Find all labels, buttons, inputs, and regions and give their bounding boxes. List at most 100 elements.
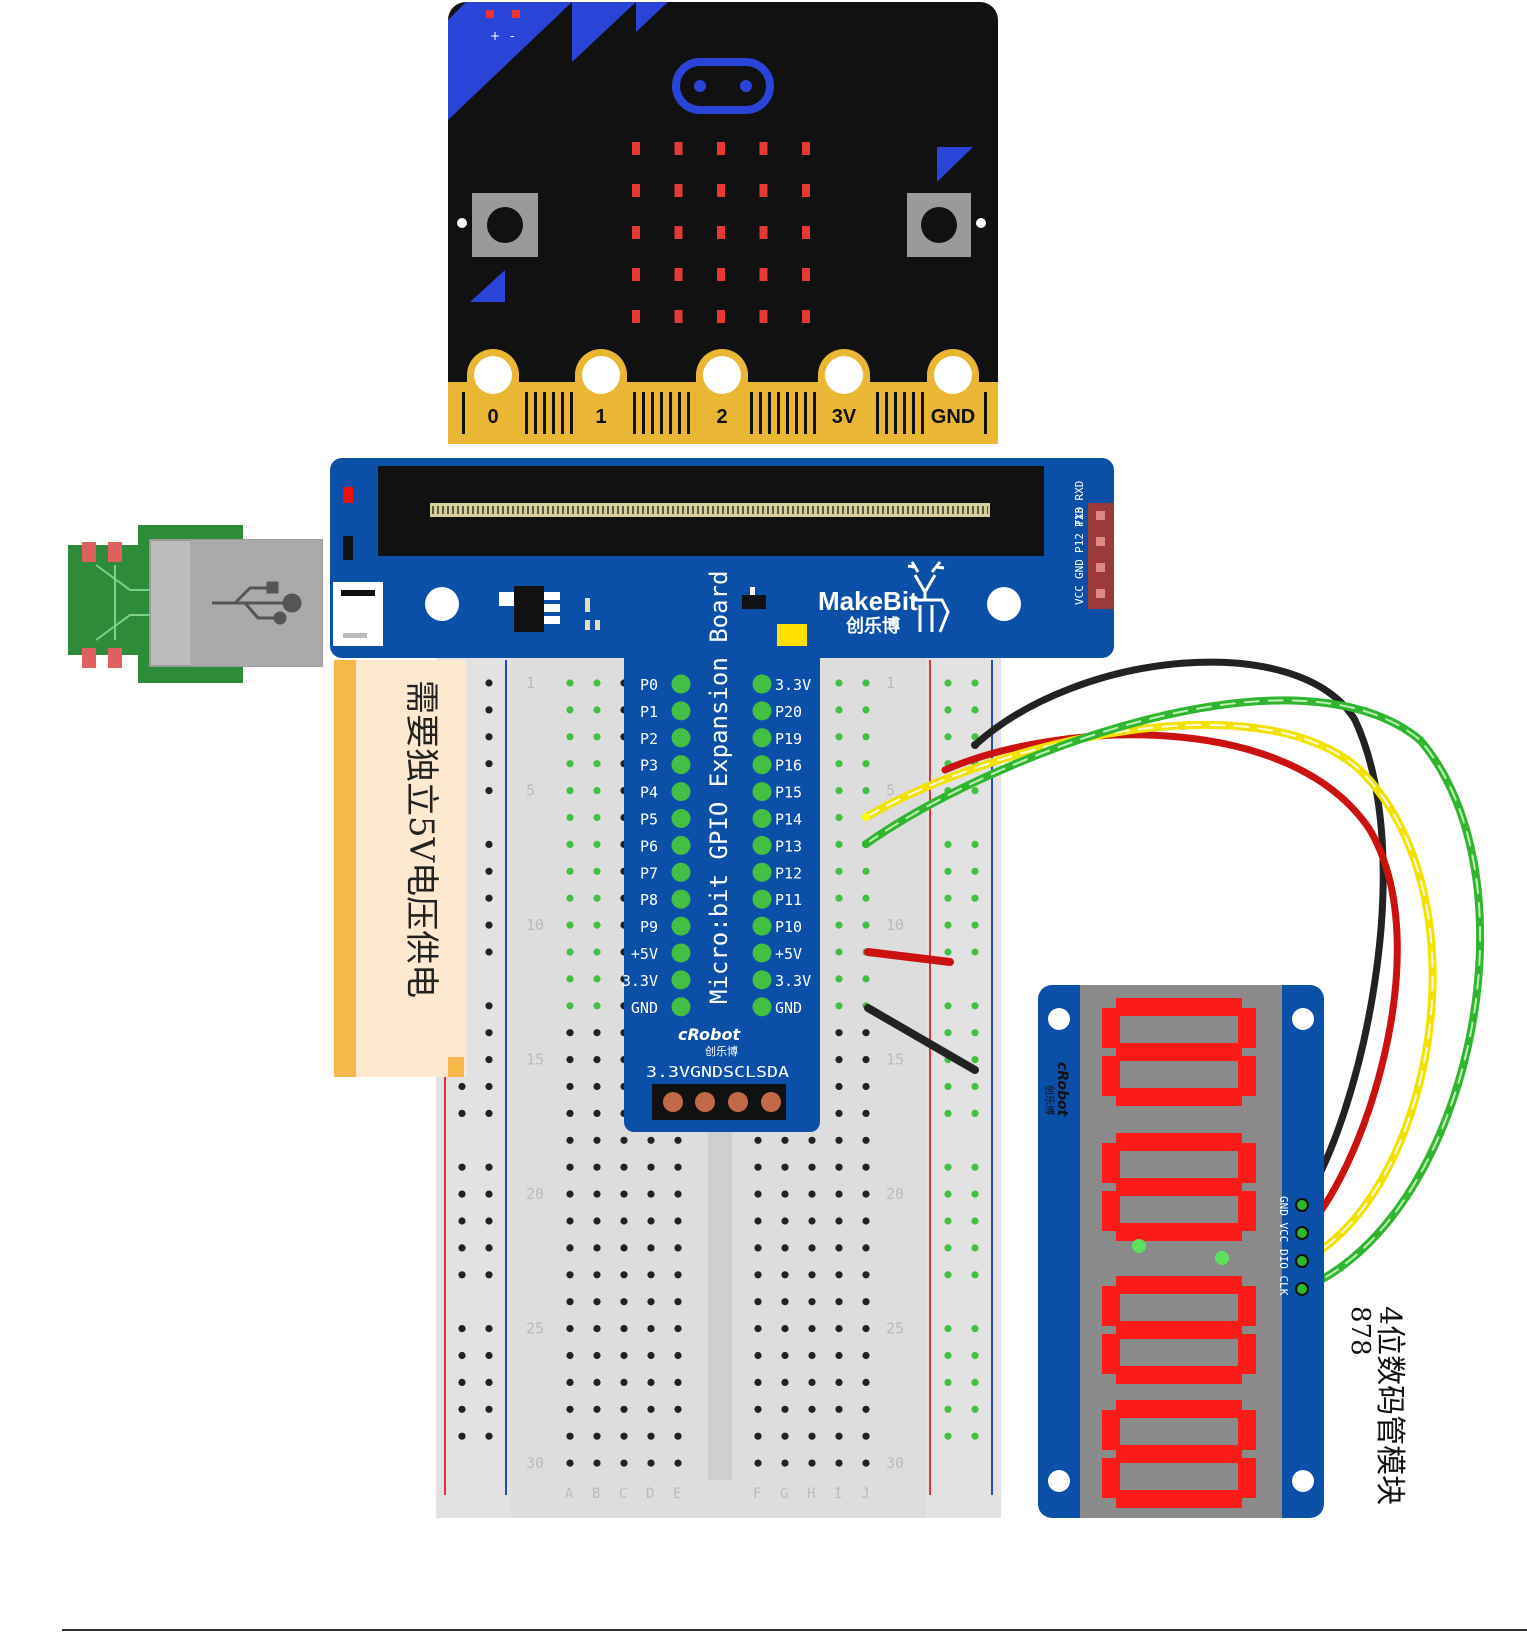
edge-pin-label: 1 <box>595 406 606 428</box>
rail-hole <box>944 948 952 956</box>
breadboard-hole <box>862 1136 870 1144</box>
segment <box>1238 1410 1256 1450</box>
colon-dot-2 <box>1215 1251 1229 1265</box>
breadboard-hole <box>593 1109 601 1117</box>
breadboard-hole <box>566 975 574 983</box>
breadboard-hole <box>781 1459 789 1467</box>
uart-pin-label: P12 TXD <box>1073 507 1086 553</box>
rail-hole <box>944 733 952 741</box>
breadboard-hole <box>835 894 843 902</box>
rail-hole <box>971 1082 979 1091</box>
breadboard-hole <box>808 1325 816 1333</box>
rail-hole <box>971 706 979 714</box>
breadboard-hole <box>674 1351 682 1360</box>
breadboard-hole <box>862 760 870 768</box>
digit <box>1102 1276 1256 1384</box>
led <box>802 184 810 197</box>
rail-hole <box>458 1163 466 1171</box>
breadboard-hole <box>754 1351 762 1360</box>
edge-stripe <box>633 392 636 434</box>
breadboard-hole <box>566 760 574 768</box>
edge-stripe <box>543 392 546 434</box>
rail-hole <box>971 1351 979 1360</box>
segment <box>1102 1191 1120 1231</box>
rail-hole <box>458 1432 466 1440</box>
breadboard-hole <box>647 1244 655 1252</box>
microbit-silk-plus: + <box>490 29 500 43</box>
segment <box>1116 1178 1242 1196</box>
column-letter: A <box>565 1486 574 1502</box>
breadboard-hole <box>566 1002 574 1010</box>
breadboard-hole <box>620 1244 628 1252</box>
gpio-pin-label: P0 <box>640 676 658 694</box>
row-number: 5 <box>886 782 895 800</box>
breadboard-hole <box>647 1378 655 1386</box>
breadboard-hole <box>566 1325 574 1333</box>
breadboard-hole <box>593 1271 601 1279</box>
breadboard-hole <box>593 1082 601 1091</box>
edge-stripe <box>885 392 888 434</box>
gpio-pin <box>752 809 772 828</box>
colon-dot-1 <box>1132 1239 1146 1253</box>
segment <box>1116 1276 1242 1294</box>
breadboard-hole <box>620 1432 628 1440</box>
segment <box>1116 1445 1242 1463</box>
breadboard-hole <box>781 1298 789 1306</box>
breadboard-hole <box>862 1271 870 1279</box>
breadboard-hole <box>862 787 870 795</box>
breadboard-hole <box>835 921 843 929</box>
column-letter: B <box>592 1486 600 1502</box>
breadboard-hole <box>781 1325 789 1333</box>
rail-hole <box>485 1109 493 1117</box>
edge-stripe <box>921 392 924 434</box>
breadboard-hole <box>566 1136 574 1144</box>
rail-hole <box>944 1271 952 1279</box>
rail-hole <box>944 1325 952 1333</box>
gpio-pin <box>671 916 691 936</box>
breadboard-hole <box>674 1325 682 1333</box>
row-number: 20 <box>886 1185 904 1203</box>
rail-hole <box>971 894 979 902</box>
jumper-wires <box>862 658 1485 1293</box>
edge-pin-hole <box>825 356 863 394</box>
breadboard-hole <box>647 1217 655 1225</box>
breadboard-hole <box>674 1190 682 1198</box>
breadboard-hole <box>835 1405 843 1413</box>
rail-hole <box>458 1325 466 1333</box>
breadboard-hole <box>835 1459 843 1467</box>
gpio-pin <box>752 916 772 936</box>
segment <box>1116 1043 1242 1061</box>
breadboard-hole <box>835 948 843 956</box>
column-letter: F <box>753 1486 761 1502</box>
gpio-pin-label: P6 <box>640 837 658 855</box>
breadboard-hole <box>647 1325 655 1333</box>
breadboard-hole <box>620 1163 628 1171</box>
rail-hole <box>944 1244 952 1252</box>
breadboard-hole <box>566 1405 574 1413</box>
column-letter: C <box>619 1486 627 1502</box>
rail-hole <box>458 1190 466 1198</box>
breadboard-hole <box>593 1002 601 1010</box>
gpio-pin-label: +5V <box>631 945 658 963</box>
segment <box>1116 1321 1242 1339</box>
uart-pin-label: VCC <box>1073 585 1086 605</box>
column-letter: H <box>807 1486 815 1502</box>
mount-hole-left <box>425 587 459 621</box>
column-letter: D <box>646 1486 654 1502</box>
breadboard-hole <box>566 1163 574 1171</box>
rail-hole <box>971 1432 979 1440</box>
gpio-pin <box>671 835 691 855</box>
breadboard-hole <box>593 840 601 849</box>
breadboard-hole <box>566 706 574 714</box>
gpio-pin <box>671 755 691 775</box>
gpio-pin <box>752 674 772 694</box>
gpio-pin-label: P5 <box>640 811 658 829</box>
row-number: 5 <box>526 782 535 800</box>
breadboard-hole <box>808 1378 816 1386</box>
led <box>802 268 810 281</box>
button-b-label-icon <box>937 147 973 182</box>
breadboard-hole <box>674 1163 682 1171</box>
breadboard-hole <box>593 1459 601 1467</box>
board-logo-cn: 创乐博 <box>705 1045 738 1058</box>
